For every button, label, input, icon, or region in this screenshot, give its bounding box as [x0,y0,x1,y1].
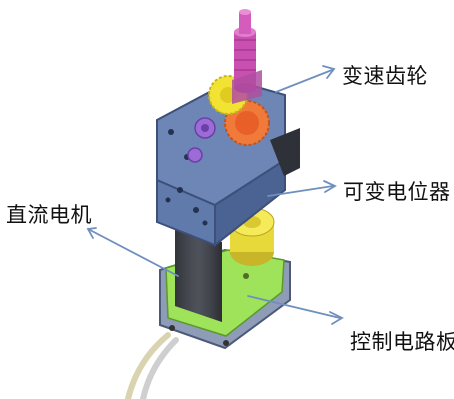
servo-cable [125,332,179,399]
arrow-potentiometer [267,185,334,197]
arrow-board [247,295,341,319]
label-control-board: 控制电路板 [350,330,454,354]
label-potentiometer: 可变电位器 [343,180,451,204]
dc-motor [175,228,222,322]
arrow-motor [89,229,179,277]
arrow-gear [275,69,333,93]
output-shaft [232,9,262,104]
callout-arrows [86,65,344,325]
label-dc-motor: 直流电机 [6,203,92,227]
label-gear: 变速齿轮 [342,64,428,88]
